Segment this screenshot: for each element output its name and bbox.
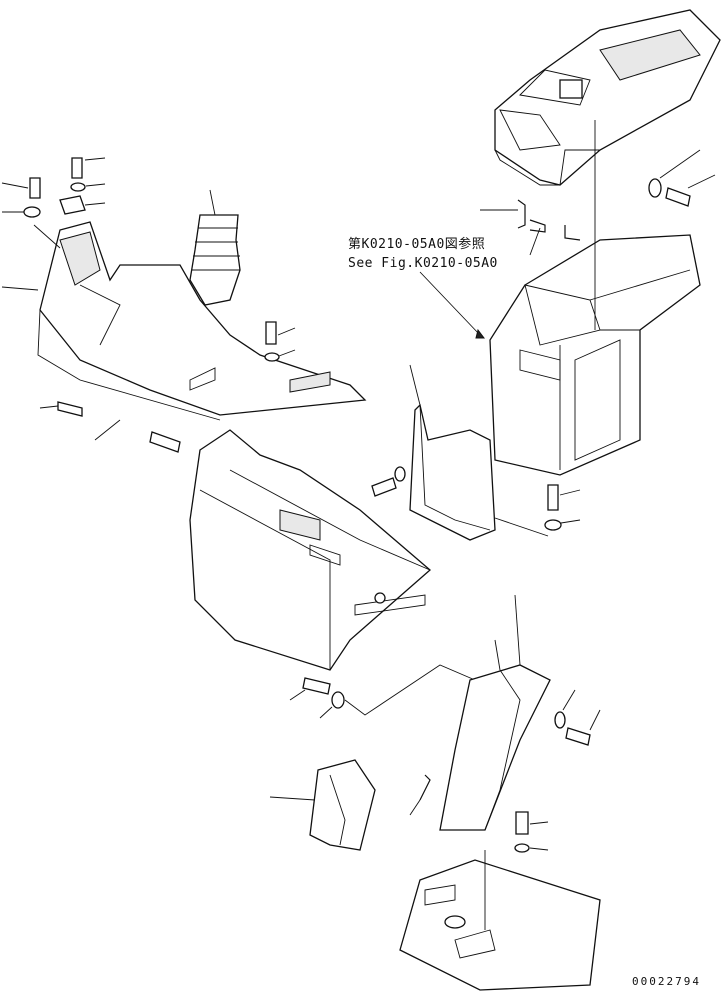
- rubber-boot: [189, 189, 241, 306]
- small-hose: [409, 774, 431, 816]
- lower-brackets: [39, 401, 181, 453]
- curved-cover-panel: [409, 364, 496, 541]
- left-bolts: [1, 157, 106, 291]
- floor-plate: [399, 850, 601, 991]
- bracket-clips: [480, 199, 581, 256]
- reference-text-en: See Fig.K0210-05A0: [348, 256, 498, 271]
- document-number: 00022794: [632, 975, 701, 988]
- cover-bolts: [264, 321, 296, 362]
- console-top-box: [494, 9, 721, 186]
- left-cover: [37, 221, 367, 421]
- reference-callout: 第K0210-05A0図参照 See Fig.K0210-05A0: [348, 236, 498, 339]
- side-cover-bolts: [514, 689, 601, 853]
- console-bolt: [648, 149, 716, 207]
- reference-text-ja: 第K0210-05A0図参照: [348, 236, 485, 252]
- side-cover: [439, 594, 551, 831]
- pedal-cover: [269, 759, 376, 851]
- panel-bolt: [371, 466, 406, 497]
- frame-bolts: [494, 484, 581, 537]
- center-bolt: [289, 664, 476, 719]
- console-frame: [489, 120, 701, 476]
- center-panel: [189, 429, 431, 671]
